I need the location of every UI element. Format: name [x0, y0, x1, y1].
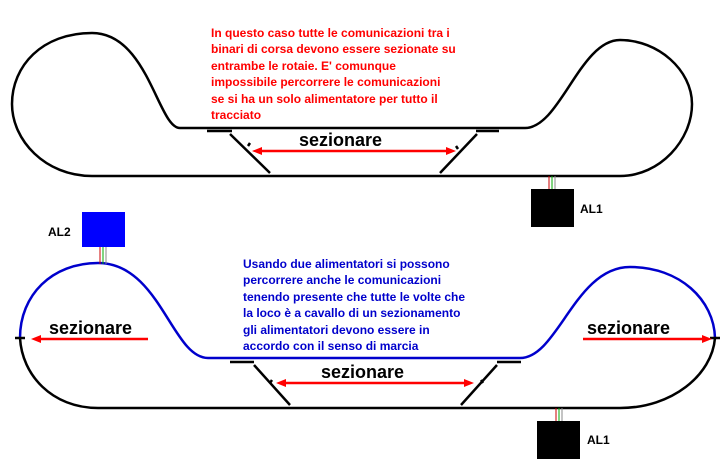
top-arrow-head-right	[446, 147, 456, 155]
bottom-right-arrow-head	[702, 335, 712, 343]
label-al1-top: AL1	[580, 202, 603, 216]
label-sezionare-bottom-center: sezionare	[321, 362, 405, 382]
bottom-center-arrow-head-right	[464, 379, 474, 387]
al1-bottom-box	[537, 421, 580, 459]
label-al2: AL2	[48, 225, 71, 239]
bottom-left-arrow-head	[31, 335, 41, 343]
label-al1-bottom: AL1	[587, 433, 610, 447]
al2-box	[82, 212, 125, 247]
label-sezionare-bottom-left: sezionare	[49, 318, 133, 338]
al1-bottom-wires	[555, 408, 563, 422]
top-arrow-head-left	[252, 147, 262, 155]
al1-top-wires	[548, 176, 556, 190]
bottom-track-inner-blue	[18, 261, 717, 360]
bottom-center-arrow-head-left	[276, 379, 286, 387]
al2-wires	[99, 246, 107, 264]
bottom-crossover-turnouts	[230, 360, 521, 406]
note-top-single-supply: In questo caso tutte le comunicazioni tr…	[211, 26, 456, 123]
note-bottom-two-supplies: Usando due alimentatori si possono perco…	[243, 257, 466, 354]
al1-top-box	[531, 189, 574, 227]
bottom-track-outer-black	[18, 337, 717, 410]
top-track-loop	[10, 31, 694, 178]
label-sezionare-bottom-right: sezionare	[587, 318, 671, 338]
top-crossover-turnouts	[207, 129, 499, 174]
label-sezionare-top: sezionare	[299, 130, 383, 150]
